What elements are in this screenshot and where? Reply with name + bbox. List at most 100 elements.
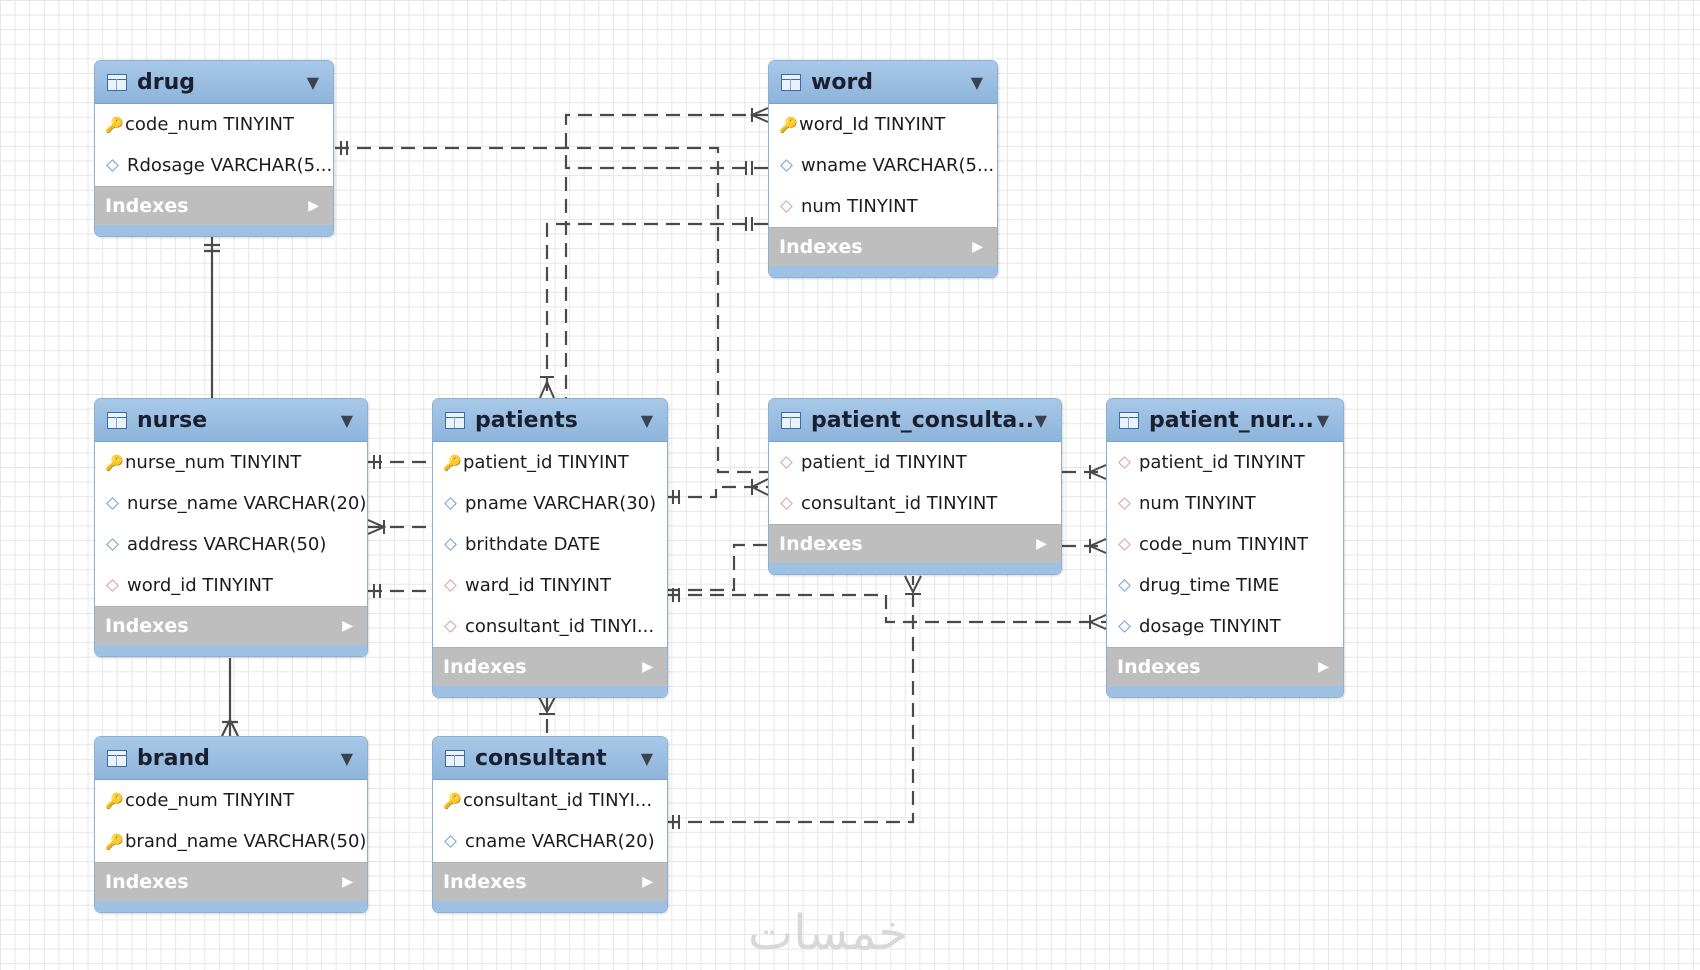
expand-arrow-icon[interactable]: ▶ (1318, 659, 1329, 675)
indexes-section[interactable]: Indexes ▶ (433, 647, 667, 686)
relationship-word-patients-c (545, 222, 768, 398)
column-label: Rdosage VARCHAR(5... (127, 155, 333, 176)
column-row[interactable]: 🔑word_Id TINYINT (769, 104, 997, 145)
column-row[interactable]: 🔑nurse_num TINYINT (95, 442, 367, 483)
indexes-section[interactable]: Indexes▶ (769, 524, 1061, 563)
table-header[interactable]: consultant ▼ (433, 737, 667, 780)
column-row[interactable]: word_id TINYINT (95, 565, 367, 606)
table-name: brand (137, 745, 210, 771)
column-row[interactable]: num TINYINT (769, 186, 997, 227)
marker-many-pc-bottom (904, 575, 922, 595)
table-header[interactable]: nurse ▼ (95, 399, 367, 442)
table-header[interactable]: word ▼ (769, 61, 997, 104)
indexes-section[interactable]: Indexes▶ (95, 186, 333, 225)
watermark: خمسات (748, 905, 909, 961)
column-label: consultant_id TINYI... (465, 616, 655, 637)
indexes-section[interactable]: Indexes ▶ (95, 606, 367, 645)
collapse-triangle-icon[interactable]: ▼ (340, 410, 353, 430)
column-row[interactable]: 🔑brand_name VARCHAR(50) (95, 821, 367, 862)
table-header[interactable]: patient_consulta... ▼ (769, 399, 1061, 442)
table-icon (445, 749, 465, 767)
collapse-triangle-icon[interactable]: ▼ (640, 748, 653, 768)
column-row[interactable]: num TINYINT (1107, 483, 1343, 524)
column-label: code_num TINYINT (125, 114, 295, 135)
column-row[interactable]: 🔑code_num TINYINT (95, 780, 367, 821)
column-row[interactable]: nurse_name VARCHAR(20) (95, 483, 367, 524)
column-row[interactable]: consultant_id TINYI... (433, 606, 667, 647)
collapse-triangle-icon[interactable]: ▼ (1316, 410, 1329, 430)
marker-one-word-2 (745, 161, 753, 175)
column-row[interactable]: pname VARCHAR(30) (433, 483, 667, 524)
column-row[interactable]: 🔑patient_id TINYINT (433, 442, 667, 483)
indexes-label: Indexes (443, 656, 527, 678)
indexes-label: Indexes (105, 871, 189, 893)
indexes-section[interactable]: Indexes ▶ (1107, 647, 1343, 686)
table-name: drug (137, 69, 196, 95)
foreign-key-diamond-icon (1118, 456, 1131, 469)
table-footer (433, 901, 667, 912)
indexes-section[interactable]: Indexes ▶ (95, 862, 367, 901)
column-diamond-icon (106, 538, 119, 551)
table-header[interactable]: drug ▼ (95, 61, 333, 104)
primary-key-icon: 🔑 (105, 115, 124, 134)
expand-arrow-icon[interactable]: ▶ (642, 659, 653, 675)
column-row[interactable]: dosage TINYINT (1107, 606, 1343, 647)
foreign-key-diamond-icon (780, 200, 793, 213)
column-row[interactable]: Rdosage VARCHAR(5... (95, 145, 333, 186)
primary-key-icon: 🔑 (443, 453, 462, 472)
indexes-label: Indexes (105, 615, 189, 637)
collapse-triangle-icon[interactable]: ▼ (306, 72, 319, 92)
expand-arrow-icon[interactable]: ▶ (642, 874, 653, 890)
expand-arrow-icon[interactable]: ▶ (1036, 536, 1047, 552)
column-label: patient_id TINYINT (801, 452, 967, 473)
column-row[interactable]: drug_time TIME (1107, 565, 1343, 606)
table-header[interactable]: brand ▼ (95, 737, 367, 780)
collapse-triangle-icon[interactable]: ▼ (640, 410, 653, 430)
column-label: address VARCHAR(50) (127, 534, 327, 555)
collapse-triangle-icon[interactable]: ▼ (970, 72, 983, 92)
indexes-section[interactable]: Indexes▶ (433, 862, 667, 901)
column-row[interactable]: wname VARCHAR(5... (769, 145, 997, 186)
table-consultant[interactable]: consultant ▼ 🔑consultant_id TINYI... cna… (432, 736, 668, 913)
column-label: patient_id TINYINT (1139, 452, 1305, 473)
table-patient-consultant[interactable]: patient_consulta... ▼ patient_id TINYINT… (768, 398, 1062, 575)
marker-one-drug-right (340, 141, 348, 155)
foreign-key-diamond-icon (1118, 538, 1131, 551)
expand-arrow-icon[interactable]: ▶ (342, 874, 353, 890)
collapse-triangle-icon[interactable]: ▼ (1034, 410, 1047, 430)
table-nurse[interactable]: nurse ▼ 🔑nurse_num TINYINT nurse_name VA… (94, 398, 368, 657)
column-row[interactable]: patient_id TINYINT (769, 442, 1061, 483)
table-drug[interactable]: drug ▼ 🔑code_num TINYINT Rdosage VARCHAR… (94, 60, 334, 237)
column-row[interactable]: 🔑code_num TINYINT (95, 104, 333, 145)
expand-arrow-icon[interactable]: ▶ (972, 239, 983, 255)
table-name: patients (475, 407, 578, 433)
column-row[interactable]: consultant_id TINYINT (769, 483, 1061, 524)
table-patients[interactable]: patients ▼ 🔑patient_id TINYINT pname VAR… (432, 398, 668, 698)
marker-many-nurse-2 (367, 519, 387, 535)
table-patient-nurse[interactable]: patient_nur... ▼ patient_id TINYINT num … (1106, 398, 1344, 698)
column-row[interactable]: code_num TINYINT (1107, 524, 1343, 565)
column-row[interactable]: cname VARCHAR(20) (433, 821, 667, 862)
indexes-label: Indexes (1117, 656, 1201, 678)
column-label: code_num TINYINT (125, 790, 295, 811)
table-brand[interactable]: brand ▼ 🔑code_num TINYINT 🔑brand_name VA… (94, 736, 368, 913)
table-header[interactable]: patient_nur... ▼ (1107, 399, 1343, 442)
column-label: nurse_num TINYINT (125, 452, 302, 473)
indexes-section[interactable]: Indexes▶ (769, 227, 997, 266)
table-header[interactable]: patients ▼ (433, 399, 667, 442)
column-row[interactable]: brithdate DATE (433, 524, 667, 565)
column-label: wname VARCHAR(5... (801, 155, 995, 176)
column-row[interactable]: ward_id TINYINT (433, 565, 667, 606)
expand-arrow-icon[interactable]: ▶ (342, 618, 353, 634)
table-icon (107, 749, 127, 767)
marker-many-patients-bottom (538, 696, 556, 715)
table-word[interactable]: word ▼ 🔑word_Id TINYINT wname VARCHAR(5.… (768, 60, 998, 278)
collapse-triangle-icon[interactable]: ▼ (340, 748, 353, 768)
expand-arrow-icon[interactable]: ▶ (308, 198, 319, 214)
column-row[interactable]: 🔑consultant_id TINYI... (433, 780, 667, 821)
marker-one-nurse-3 (373, 584, 381, 598)
marker-one-nurse-1 (373, 455, 381, 469)
column-row[interactable]: address VARCHAR(50) (95, 524, 367, 565)
column-row[interactable]: patient_id TINYINT (1107, 442, 1343, 483)
relationship-word-patients-a (564, 113, 768, 398)
